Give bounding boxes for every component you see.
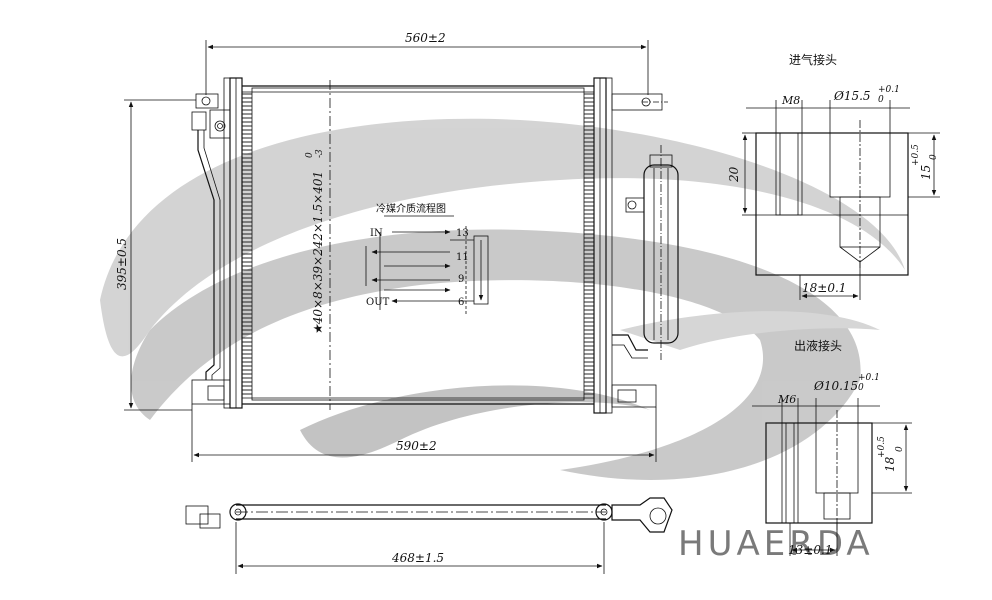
core-spec-label: ★40×8×39×242×1.5×401 [311,171,325,335]
outlet-height-label: 18 [883,456,897,472]
outlet-height-tol-upper: +0.5 [877,436,887,458]
dim-side-length-label: 468±1.5 [391,551,444,565]
watermark-swirl [100,118,905,480]
inlet-bore-tol-upper: +0.1 [878,85,900,95]
outlet-bore-tol-lower: 0 [858,383,864,393]
flow-pass-9: 9 [458,274,464,285]
inlet-bore-tol-lower: 0 [878,95,884,105]
outlet-thread-label: M6 [777,393,796,406]
outlet-fitting-title: 出液接头 [794,338,842,353]
core-tol-lower: -3 [315,149,325,158]
flow-pass-6: 6 [458,297,464,308]
brand-watermark: HUAERDA [678,524,874,564]
outlet-height-tol-lower: 0 [895,446,905,452]
outlet-fitting-detail: 出液接头 M6 Ø10.15 +0.1 0 18 +0.5 0 13±0.1 [752,338,912,557]
flow-diagram: 冷媒介质流程图 IN OUT 13 11 9 6 [365,202,489,314]
inlet-thread-label: M8 [781,94,800,107]
dim-top-width-label: 560±2 [405,31,446,45]
flow-diagram-title: 冷媒介质流程图 [376,202,446,215]
inlet-fitting-detail: 进气接头 M8 Ø15.5 +0.1 0 20 15 +0.5 0 [727,52,940,300]
condenser-front-view [191,77,679,414]
flow-pass-13: 13 [456,228,469,239]
inlet-depth-label: 15 [919,165,933,180]
inlet-width-label: 18±0.1 [802,281,846,295]
inlet-fitting-title: 进气接头 [789,52,837,67]
dim-bottom-width-label: 590±2 [396,439,437,453]
outlet-bore-tol-upper: +0.1 [858,373,880,383]
dim-bottom-width: 590±2 [191,404,657,462]
inlet-depth-tol-upper: +0.5 [911,144,921,166]
flow-out-label: OUT [366,297,390,308]
outlet-width-label: 13±0.1 [788,543,832,557]
flow-pass-11: 11 [456,252,469,263]
flow-in-label: IN [370,228,383,239]
core-tol-upper: 0 [305,152,315,158]
dim-top-width: 560±2 [205,31,649,95]
inlet-bore-label: Ø15.5 [833,89,871,103]
outlet-bore-label: Ø10.15 [813,379,858,393]
condenser-side-view: 468±1.5 [185,497,673,574]
inlet-height-label: 20 [727,166,741,183]
dim-height: 395±0.5 [115,99,196,411]
dim-height-label: 395±0.5 [115,238,129,290]
core-spec: ★40×8×39×242×1.5×401 0 -3 [305,149,325,335]
inlet-depth-tol-lower: 0 [929,154,939,160]
